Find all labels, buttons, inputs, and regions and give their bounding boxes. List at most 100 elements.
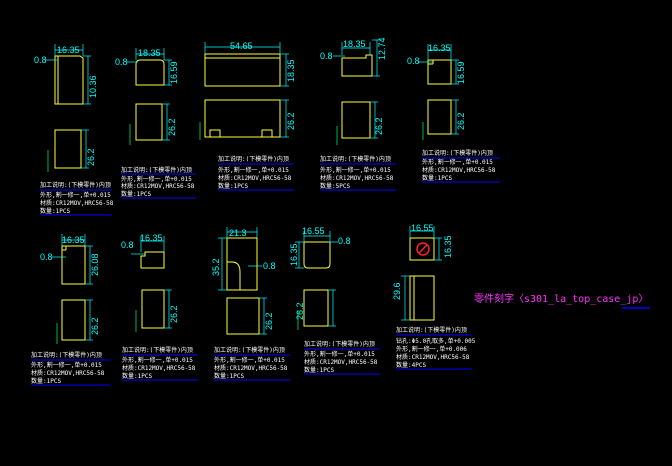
svg-text:外形,割一修一,单+0.015: 外形,割一修一,单+0.015 [121, 175, 192, 183]
part-9-notes: 加工说明:(下模零件)内顶 外形,割一修一,单+0.015 材质:CR12MOV… [304, 340, 380, 375]
part-8-drawing [226, 237, 260, 335]
svg-text:材质:CR12MOV,HRC56-58: 材质:CR12MOV,HRC56-58 [396, 353, 470, 361]
part-4-dim-lines [333, 39, 380, 145]
svg-text:材质:CR12MOV,HRC56-58: 材质:CR12MOV,HRC56-58 [214, 364, 288, 372]
part-8-dim-width: 21.3 [229, 228, 247, 238]
part-3-top-view [204, 53, 281, 87]
svg-text:钻孔:Φ5.0孔取多,单+0.005: 钻孔:Φ5.0孔取多,单+0.005 [396, 337, 476, 345]
part-3-dim-height: 18.35 [286, 59, 296, 82]
part-6-dim-lines [52, 234, 93, 344]
svg-text:外形,割一修一,单+0.015: 外形,割一修一,单+0.015 [31, 361, 102, 369]
part-7-notes: 加工说明:(下模零件)内顶 外形,割一修一,单+0.015 材质:CR12MOV… [122, 346, 198, 381]
part-3-dim-depth: 26.2 [286, 112, 296, 130]
part-4-dim-offset: 0.8 [320, 51, 333, 61]
part-1-side-view [54, 129, 82, 169]
part-1-notes: 加工说明:(下模零件)内顶 外形,割一修一,单+0.015 材质:CR12MOV… [40, 181, 114, 216]
part-8-dim-offset: 0.8 [263, 261, 276, 271]
part-1-top-view [54, 55, 84, 105]
part-9-dim-offset: 0.8 [338, 236, 351, 246]
part-6-drawing [61, 245, 86, 341]
part-9-dim-width: 16.55 [302, 226, 325, 236]
part-6-dim-depth: 26.2 [90, 317, 100, 335]
svg-text:材质:CR12MOV,HRC56-58: 材质:CR12MOV,HRC56-58 [304, 358, 378, 366]
part-2-dim-offset: 0.8 [115, 57, 128, 67]
svg-text:数量:1PCS: 数量:1PCS [40, 207, 70, 215]
part-3-dim-lines [199, 42, 289, 140]
part-5-dim-lines [418, 44, 459, 140]
part-1-dim-height: 10.36 [88, 75, 98, 98]
part-10-dim-width: 16.55 [411, 223, 434, 233]
svg-text:外形,割一修一,单+0.015: 外形,割一修一,单+0.015 [218, 166, 289, 174]
svg-text:外形,割一修一,单+0.015: 外形,割一修一,单+0.015 [122, 356, 193, 364]
svg-text:数量:1PCS: 数量:1PCS [122, 372, 152, 380]
part-4-dim-width: 18.35 [343, 39, 366, 49]
svg-text:加工说明:(下模零件)内顶: 加工说明:(下模零件)内顶 [31, 351, 102, 359]
part-7-side-view [141, 289, 165, 329]
svg-text:材质:CR12MOV,HRC56-58: 材质:CR12MOV,HRC56-58 [40, 199, 114, 207]
part-6-dim-offset: 0.8 [40, 252, 53, 262]
part-7-dim-depth: 26.2 [169, 305, 179, 323]
part-9-side-view [303, 289, 329, 327]
svg-text:材质:CR12MOV,HRC56-58: 材质:CR12MOV,HRC56-58 [320, 174, 394, 182]
svg-text:数量:1PCS: 数量:1PCS [422, 174, 452, 182]
part-4-top-view [341, 54, 373, 77]
part-6-top-view [61, 245, 86, 285]
svg-text:数量:1PCS: 数量:1PCS [214, 372, 244, 380]
part-8-dim-lines [218, 227, 267, 335]
part-5-drawing [427, 59, 452, 135]
part-2-dim-depth: 26.2 [167, 118, 177, 136]
svg-text:数量:1PCS: 数量:1PCS [121, 190, 151, 198]
part-3-dim-width: 54.65 [230, 41, 253, 51]
part-4-dim-depth: 26.2 [374, 117, 384, 135]
part-5-dim-height: 16.59 [456, 61, 466, 84]
part-4-dim-height: 12.74 [377, 37, 387, 60]
part-7-dim-width: 16.35 [140, 233, 163, 243]
part-10-dim-lines [401, 226, 442, 321]
part-8-dim-height: 35.2 [211, 258, 221, 276]
part-7-dim-offset: 0.8 [121, 240, 134, 250]
svg-text:加工说明:(下模零件)内顶: 加工说明:(下模零件)内顶 [121, 166, 192, 174]
part-5-dim-offset: 0.8 [407, 56, 420, 66]
part-engraving-label: 零件刻字〈s301_la_top_case_jp〉 [474, 292, 648, 305]
svg-text:外形,割一修一,单+0.015: 外形,割一修一,单+0.015 [304, 350, 375, 358]
svg-text:加工说明:(下模零件)内顶: 加工说明:(下模零件)内顶 [422, 149, 493, 157]
svg-text:外形,割一修一,单+0.015: 外形,割一修一,单+0.015 [40, 191, 111, 199]
part-1-dim-lines [45, 44, 91, 172]
part-9-drawing [303, 241, 331, 327]
part-2-dim-width: 18.35 [138, 48, 161, 58]
part-1-dim-width: 16.35 [57, 45, 80, 55]
svg-text:加工说明:(下模零件)内顶: 加工说明:(下模零件)内顶 [122, 346, 193, 354]
part-7-dim-lines [131, 236, 172, 332]
part-7-top-view [140, 251, 165, 269]
part-10-dim-height: 16.35 [443, 235, 453, 258]
svg-text:数量:4PCS: 数量:4PCS [396, 361, 426, 369]
svg-text:数量:1PCS: 数量:1PCS [304, 366, 334, 374]
svg-text:外形,割一修一,单+0.006: 外形,割一修一,单+0.006 [396, 345, 467, 353]
part-8-top-view [226, 237, 258, 291]
svg-text:数量:1PCS: 数量:1PCS [31, 377, 61, 385]
part-6-dim-width: 16.35 [62, 235, 85, 245]
part-9-dim-depth: 26.2 [295, 302, 305, 320]
svg-text:数量:5PCS: 数量:5PCS [320, 182, 350, 190]
part-2-top-view [135, 59, 165, 86]
part-10-dim-depth: 29.6 [392, 282, 402, 300]
part-9-top-view [303, 241, 331, 269]
part-5-notes: 加工说明:(下模零件)内顶 外形,割一修一,单+0.015 材质:CR12MOV… [422, 149, 500, 183]
svg-text:外形,割一修一,单+0.015: 外形,割一修一,单+0.015 [214, 356, 285, 364]
svg-text:加工说明:(下模零件)内顶: 加工说明:(下模零件)内顶 [320, 155, 391, 163]
part-4-side-view [341, 101, 371, 139]
part-5-dim-depth: 26.2 [456, 112, 466, 130]
part-9-dim-lines [295, 231, 338, 330]
part-1-dim-offset: 0.8 [34, 55, 47, 65]
svg-text:材质:CR12MOV,HRC56-58: 材质:CR12MOV,HRC56-58 [122, 364, 196, 372]
part-6-notes: 加工说明:(下模零件)内顶 外形,割一修一,单+0.015 材质:CR12MOV… [31, 351, 110, 386]
svg-text:材质:CR12MOV,HRC56-58: 材质:CR12MOV,HRC56-58 [31, 369, 105, 377]
part-10-notes: 加工说明:(下模零件)内顶 钻孔:Φ5.0孔取多,单+0.005 外形,割一修一… [396, 326, 476, 370]
part-7-drawing [140, 251, 165, 329]
part-6-dim-height: 26.08 [90, 253, 100, 276]
part-10-drawing [409, 237, 435, 321]
part-3-notes: 加工说明:(下模零件)内顶 外形,割一修一,单+0.015 材质:CR12MOV… [218, 155, 294, 191]
svg-text:加工说明:(下模零件)内顶: 加工说明:(下模零件)内顶 [396, 326, 467, 334]
svg-text:材质:CR12MOV,HRC56-58: 材质:CR12MOV,HRC56-58 [218, 174, 292, 182]
